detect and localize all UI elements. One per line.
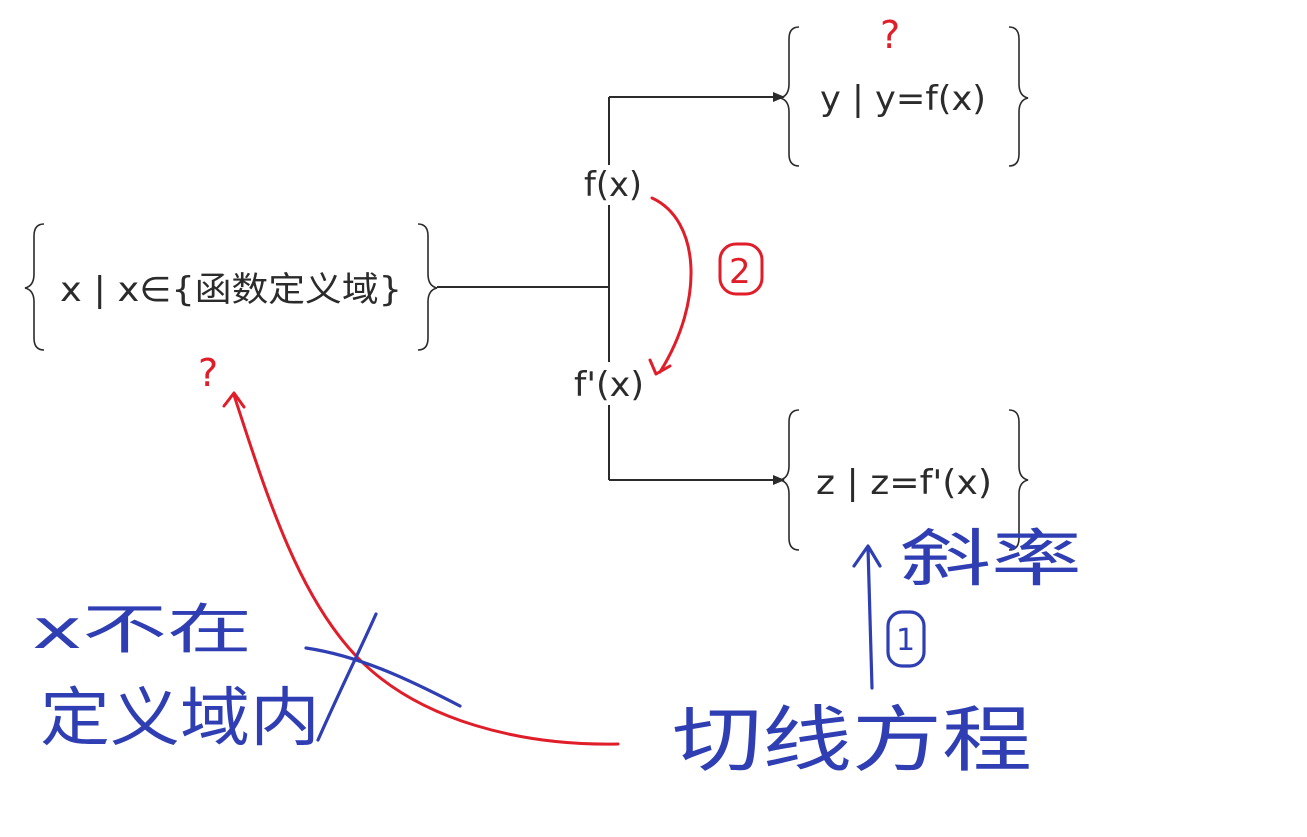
derivative-set-label: z | z=f'(x) (816, 463, 992, 503)
domain-set-right-brace (417, 223, 438, 351)
slope-arrow-head (852, 544, 882, 568)
range-set-label: y | y=f(x) (820, 79, 986, 119)
domain-set-left-brace (24, 223, 45, 351)
function-label: f(x) (584, 165, 642, 205)
step-one-label: 1 (896, 623, 915, 658)
step-one-circle (886, 610, 926, 668)
derivative-set-right-brace (1008, 409, 1029, 551)
tangent-equation-label: 切线方程 (672, 698, 1032, 782)
not-in-domain-line2: 定义域内 (40, 682, 320, 756)
derivation-curve-arrow-head (648, 358, 672, 376)
derivative-set-left-brace (779, 409, 800, 551)
not-in-domain-line1: x不在 (32, 598, 252, 661)
red-annotations: ? 2 ? (198, 13, 900, 746)
slope-label: 斜率 (900, 522, 1082, 595)
question-mark-top: ? (880, 13, 900, 57)
red-long-curve-arrow-head (222, 391, 246, 409)
derivative-label: f'(x) (574, 365, 644, 405)
domain-set-label: x | x∈{函数定义域} (60, 270, 402, 310)
derivation-curve-arrow (650, 196, 693, 374)
step-two-label: 2 (729, 252, 751, 292)
question-mark-left: ? (198, 351, 218, 395)
domain-set-node: x | x∈{函数定义域} (24, 223, 438, 351)
step-two-circle (718, 242, 764, 296)
range-set-node: y | y=f(x) (779, 26, 1029, 167)
range-set-right-brace (1008, 26, 1029, 167)
cross-out-stroke-b (304, 646, 462, 708)
connector-lines (437, 92, 785, 485)
derivative-set-node: z | z=f'(x) (779, 409, 1029, 551)
slope-arrow (866, 546, 874, 690)
cross-out-stroke-a (316, 612, 378, 742)
blue-annotations: 1 斜率 切线方程 x不在 定义域内 (32, 522, 1082, 782)
range-set-left-brace (779, 26, 800, 167)
